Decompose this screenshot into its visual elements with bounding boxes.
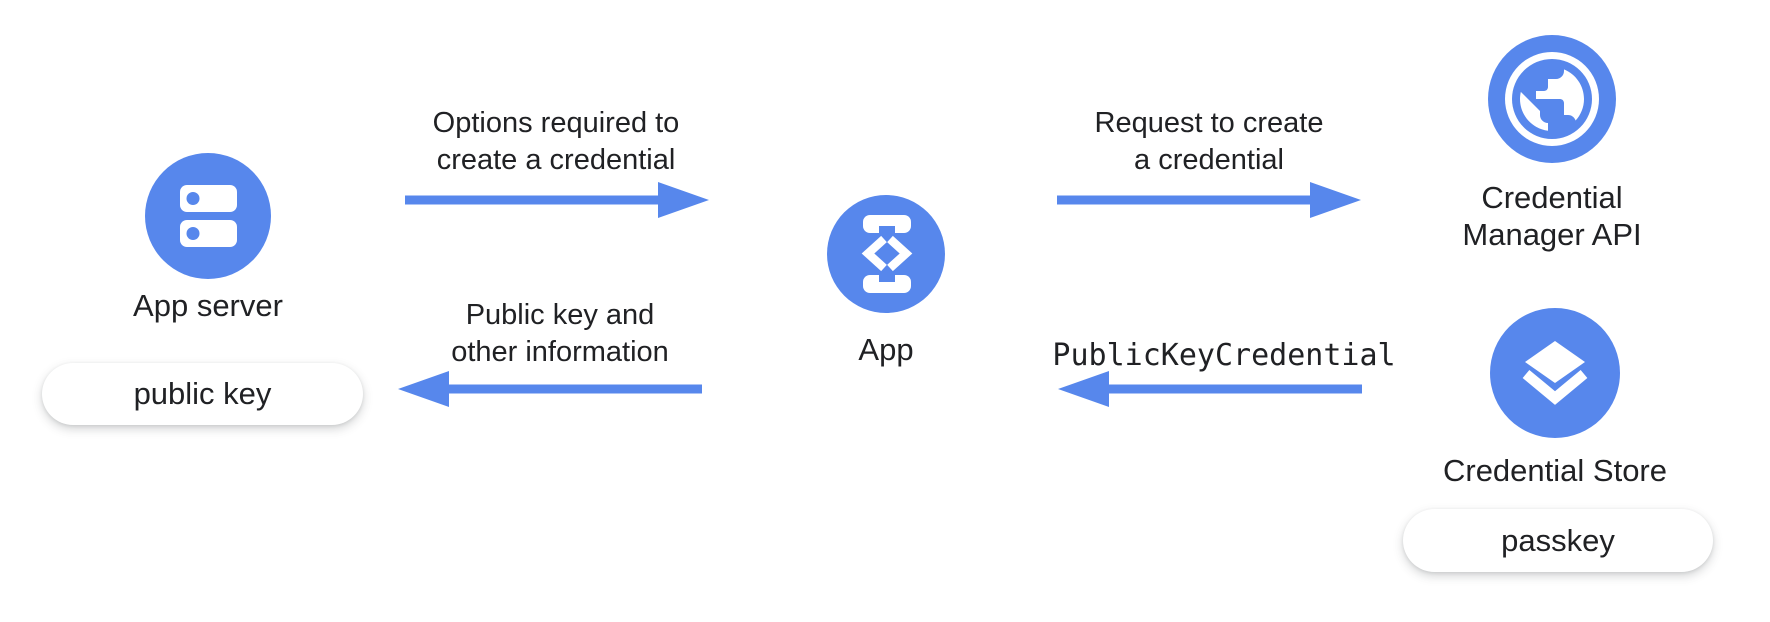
passkey-badge: passkey <box>1403 509 1713 572</box>
public-key-arrow-label: Public key and other information <box>451 299 669 368</box>
globe-icon <box>1488 35 1616 163</box>
publickeycredential-arrow-label: PublicKeyCredential <box>1052 338 1396 373</box>
options-arrow-label: Options required to create a credential <box>432 107 680 176</box>
app-label: App <box>858 332 914 367</box>
phone-code-icon <box>827 195 945 313</box>
left-arrow-icon <box>397 369 702 414</box>
public-key-badge-text: public key <box>133 376 272 411</box>
right-arrow-icon <box>405 180 710 225</box>
passkey-badge-text: passkey <box>1501 522 1615 558</box>
left-arrow-icon <box>1057 369 1362 414</box>
right-arrow-icon <box>1057 180 1362 225</box>
request-arrow-label: Request to create a credential <box>1094 107 1324 176</box>
server-icon <box>145 153 271 279</box>
public-key-badge: public key <box>42 363 363 425</box>
credential-manager-api-label: Credential Manager API <box>1462 180 1642 252</box>
layers-icon <box>1490 308 1620 438</box>
credential-store-label: Credential Store <box>1442 453 1667 488</box>
app-server-label: App server <box>133 288 283 323</box>
